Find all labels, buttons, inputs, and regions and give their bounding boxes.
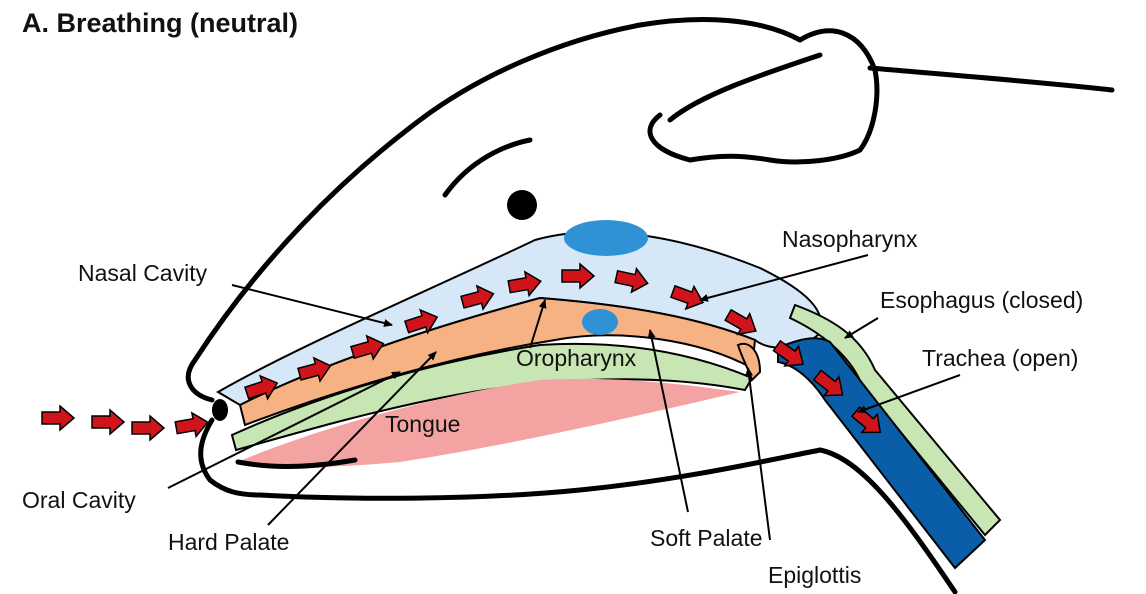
- label-oropharynx: Oropharynx: [516, 345, 637, 371]
- label-nasal-cavity: Nasal Cavity: [78, 260, 208, 286]
- airflow-arrow: [92, 410, 124, 434]
- airflow-arrow: [132, 416, 164, 440]
- label-nasopharynx: Nasopharynx: [782, 226, 918, 252]
- brow-line: [445, 140, 530, 195]
- label-trachea: Trachea (open): [922, 345, 1078, 371]
- gland-lower: [582, 309, 618, 335]
- neck-top-line: [870, 68, 1112, 90]
- gland-upper: [564, 220, 648, 256]
- leader-nasal-cavity: [232, 285, 392, 325]
- leader-epiglottis: [748, 368, 770, 540]
- nostril: [212, 399, 228, 421]
- eye: [507, 190, 537, 220]
- airflow-arrow: [42, 406, 74, 430]
- label-tongue: Tongue: [385, 411, 460, 437]
- ear-inner: [670, 55, 820, 120]
- label-hard-palate: Hard Palate: [168, 529, 289, 555]
- label-esophagus: Esophagus (closed): [880, 287, 1083, 313]
- label-epiglottis: Epiglottis: [768, 562, 861, 588]
- label-oral-cavity: Oral Cavity: [22, 487, 136, 513]
- label-soft-palate: Soft Palate: [650, 525, 763, 551]
- leader-esophagus: [845, 318, 878, 338]
- ear-outline: [690, 31, 877, 162]
